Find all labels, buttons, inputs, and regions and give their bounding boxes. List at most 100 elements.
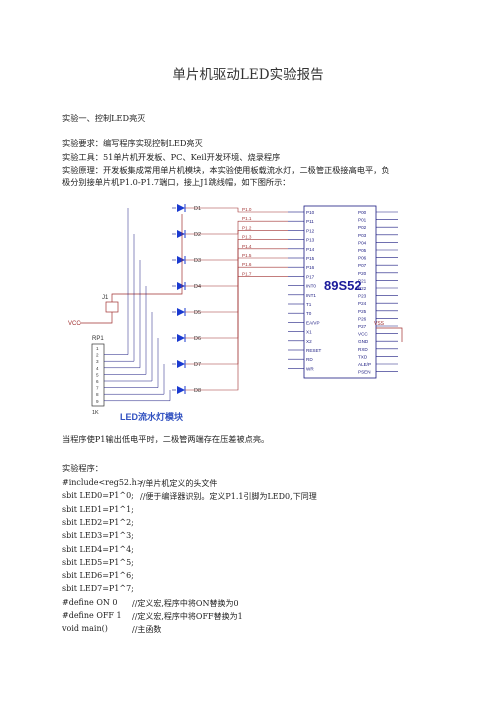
rp-value: 1K — [92, 410, 99, 416]
diode-icon — [177, 256, 185, 264]
p1-wire-label: P1.4 — [242, 244, 252, 249]
chip-pin-label: P25 — [358, 309, 367, 314]
chip-right-pins: P00P01P02P03P04P05P06P07P20P21P22P23P24P… — [358, 210, 398, 375]
p1-wire — [185, 257, 288, 339]
chip-pin-label: ALE/P — [358, 362, 371, 367]
chip-pin-label: P24 — [358, 301, 367, 306]
chip-pin-label: P13 — [306, 238, 315, 243]
chip-pin-label: P22 — [358, 286, 367, 291]
diode-icon — [177, 334, 185, 342]
p1-wire — [185, 207, 288, 213]
chip-pin-label: PSEN — [358, 370, 371, 375]
chip-pin-label: P10 — [306, 210, 315, 215]
chip-pin-label: P02 — [358, 225, 367, 230]
diode-icon — [177, 204, 185, 212]
diode-label: D5 — [194, 310, 201, 316]
chip-pin-label: P04 — [358, 240, 367, 245]
page-title: 单片机驱动LED实验报告 — [172, 67, 324, 83]
section-heading: 实验一、控制LED亮灭 — [62, 113, 146, 123]
anode-bus — [111, 214, 183, 302]
chip-pin-label: P14 — [306, 247, 315, 252]
rp1-resistor-pack — [91, 343, 105, 407]
vss-wire — [376, 327, 403, 342]
rp1-label: RP1 — [92, 336, 104, 342]
code-line: #include<reg52.h>//单片机定义的头文件 — [62, 478, 217, 488]
led-circuit-diagram: 89S52 P10P11P12P13P14P15P16P17INT0INT1T1… — [68, 204, 403, 422]
diode-label: D1 — [194, 206, 201, 212]
rp-pin-number: 1 — [96, 346, 99, 351]
diode-label: D6 — [194, 336, 201, 342]
vcc-wire — [80, 312, 113, 324]
rp-pin-number: 3 — [96, 359, 99, 364]
chip-pin-label: T1 — [306, 302, 312, 307]
chip-pin-label: P05 — [358, 248, 367, 253]
code-text: sbit LED2=P1^2; — [62, 517, 134, 527]
diode-icon — [177, 282, 185, 290]
diode-icon — [177, 360, 185, 368]
code-comment: //主函数 — [132, 625, 162, 635]
p1-wire — [185, 220, 288, 235]
code-line: #define OFF 1//定义宏,程序中将OFF替换为1 — [62, 611, 243, 621]
rp-pin-number: 7 — [96, 386, 99, 391]
chip-pin-label: P23 — [358, 294, 367, 299]
code-text: sbit LED1=P1^1; — [62, 504, 134, 514]
code-text: sbit LED7=P1^7; — [62, 584, 134, 594]
code-text: void main() — [62, 624, 108, 634]
code-line: sbit LED3=P1^3; — [62, 531, 134, 540]
code-line: sbit LED2=P1^2; — [62, 518, 134, 527]
chip-pin-label: P27 — [358, 324, 367, 329]
chip-pin-label: P06 — [358, 256, 367, 261]
rp-wire — [104, 208, 129, 355]
p1-wire — [185, 276, 288, 391]
p1-wire-label: P1.5 — [242, 253, 252, 258]
rp-wire — [104, 312, 153, 382]
requirement-text: 实验要求：编写程序实现控制LED亮灭 — [62, 138, 203, 148]
diode-label: D8 — [194, 388, 201, 394]
chip-pin-label: RXD — [358, 347, 368, 352]
chip-pin-label: P21 — [358, 278, 367, 283]
tools-text: 实验工具：51单片机开发板、PC、Keil开发环境、烧录程序 — [62, 152, 281, 162]
code-comment: //定义宏,程序中将ON替换为0 — [132, 598, 239, 608]
code-line: sbit LED0=P1^0; //便于编译器识别。定义P1.1引脚为LED0,下… — [62, 491, 317, 501]
rp-pin-number: 2 — [96, 353, 99, 358]
j1-jumper — [105, 301, 119, 313]
code-line: #define ON 0 //定义宏,程序中将ON替换为0 — [62, 597, 239, 608]
code-text: sbit LED3=P1^3; — [62, 531, 134, 541]
diode-icon — [177, 386, 185, 394]
chip-pin-label: P15 — [306, 256, 315, 261]
chip-pin-label: RESET — [306, 348, 322, 353]
chip-pin-label: T0 — [306, 311, 312, 316]
chip-pin-label: RD — [306, 357, 313, 362]
chip-pin-label: X2 — [306, 339, 312, 344]
chip-pin-label: TXD — [358, 354, 368, 359]
code-line: sbit LED1=P1^1; — [62, 505, 134, 514]
code-line: sbit LED4=P1^4; — [62, 545, 134, 554]
chip-left-pins: P10P11P12P13P14P15P16P17INT0INT1T1T0EA/V… — [288, 210, 322, 371]
diode-label: D3 — [194, 258, 201, 264]
code-comment: //单片机定义的头文件 — [140, 479, 218, 488]
code-text: sbit LED4=P1^4; — [62, 544, 134, 554]
rp-wire — [104, 364, 165, 395]
chip-pin-label: VCC — [358, 332, 368, 337]
code-text: sbit LED0=P1^0; — [62, 491, 134, 501]
rp-wire — [104, 390, 171, 402]
code-text: sbit LED5=P1^5; — [62, 557, 134, 567]
chip-pin-label: P07 — [358, 263, 367, 268]
code-text: #define ON 0 — [62, 597, 118, 607]
chip-pin-label: P17 — [306, 274, 315, 279]
diode-icon — [177, 230, 185, 238]
rp-pin-number: 8 — [96, 392, 99, 397]
code-line: sbit LED6=P1^6; — [62, 571, 134, 580]
code-comment: //便于编译器识别。定义P1.1引脚为LED0,下同理 — [140, 492, 317, 502]
principle-text-2: 极分别接单片机P1.0-P1.7端口，接上J1跳线帽，如下图所示： — [62, 177, 291, 187]
p1-wire-label: P1.0 — [242, 207, 252, 212]
rp-wire — [104, 260, 141, 369]
principle-text-1: 实验原理：开发板集成常用单片机模块，本实验使用板载流水灯，二极管正极接高电平，负 — [62, 165, 390, 175]
rp-pin-number: 5 — [96, 372, 99, 377]
code-line: void main() //主函数 — [62, 624, 161, 634]
rp-wire — [104, 338, 159, 388]
vss-label: VSS — [374, 321, 385, 327]
rp-pin-number: 9 — [96, 399, 99, 404]
